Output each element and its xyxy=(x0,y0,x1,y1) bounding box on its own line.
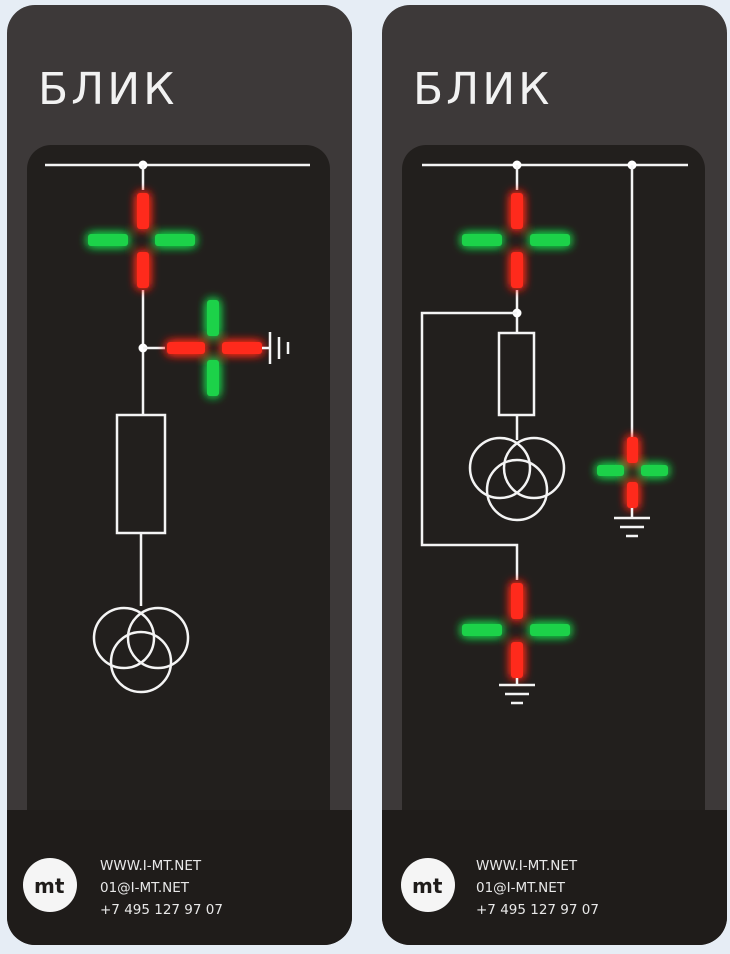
ground-icon xyxy=(614,508,650,538)
single-line-diagram xyxy=(420,160,688,705)
ground-icon xyxy=(262,332,290,364)
ground-icon xyxy=(499,678,535,705)
company-logo: mt xyxy=(401,858,455,912)
single-line-diagram xyxy=(45,160,310,694)
diagram-area xyxy=(27,145,330,865)
earthing-switch-indicator xyxy=(462,583,570,678)
phone-number: +7 495 127 97 07 xyxy=(476,902,599,918)
email-link[interactable]: 01@I-MT.NET xyxy=(476,880,566,896)
panel-title: БЛИК xyxy=(38,64,177,115)
website-link[interactable]: WWW.I-MT.NET xyxy=(476,858,578,874)
switch-indicator-closed xyxy=(88,193,195,288)
footer xyxy=(7,810,352,945)
earthing-switch-indicator xyxy=(597,437,668,508)
diagram-area xyxy=(402,145,705,865)
panel-1: БЛИК xyxy=(7,5,352,945)
website-link[interactable]: WWW.I-MT.NET xyxy=(100,858,202,874)
panel-2: БЛИК xyxy=(382,5,727,945)
panel-title: БЛИК xyxy=(413,64,552,115)
transformer-icon xyxy=(92,606,190,694)
phone-number: +7 495 127 97 07 xyxy=(100,902,223,918)
email-link[interactable]: 01@I-MT.NET xyxy=(100,880,190,896)
company-logo: mt xyxy=(23,858,77,912)
transformer-icon xyxy=(468,436,566,522)
footer xyxy=(382,810,727,945)
svg-text:mt: mt xyxy=(34,874,65,898)
switch-indicator-closed xyxy=(462,193,570,288)
svg-text:mt: mt xyxy=(412,874,443,898)
earthing-switch-indicator xyxy=(167,300,262,396)
